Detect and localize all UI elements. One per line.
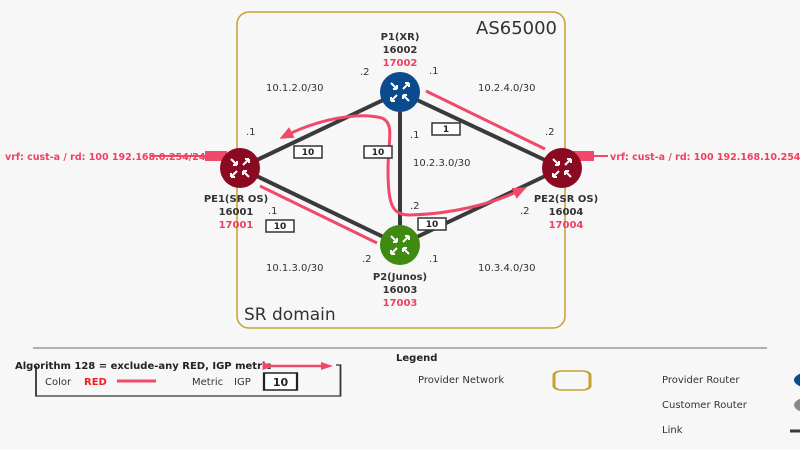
algorithm-title: Algorithm 128 = exclude-any RED, IGP met… (15, 361, 271, 372)
metric-pe1-p2: 10 (265, 219, 295, 233)
iface-label: .1 (246, 127, 256, 138)
subnet-p1-pe2: 10.2.4.0/30 (478, 83, 535, 94)
metric-p1-pe2: 1 (431, 122, 461, 136)
iface-label: .1 (429, 254, 439, 265)
pe1-sid: 16001 (219, 207, 254, 218)
iface-label: .1 (268, 206, 278, 217)
provider-network-swatch (552, 370, 592, 391)
iface-label: .2 (410, 201, 420, 212)
p2-sid: 16003 (383, 285, 418, 296)
pe2-name: PE2(SR OS) (534, 194, 598, 205)
red-affinity-pe1-p2 (259, 184, 378, 245)
router-pe1[interactable] (220, 148, 260, 188)
subnet-p2-pe2: 10.3.4.0/30 (478, 263, 535, 274)
legend-provider-network: Provider Network (418, 375, 504, 386)
algorithm-definition: Algorithm 128 = exclude-any RED, IGP met… (15, 361, 342, 397)
vrf-left: vrf: cust-a / rd: 100 192.168.0.254/24 (5, 152, 206, 163)
pe2-customer-port (572, 151, 594, 161)
iface-label: .1 (410, 130, 420, 141)
vrf-right: vrf: cust-a / rd: 100 192.168.10.254/24 (610, 152, 800, 163)
pe1-customer-port (205, 151, 227, 161)
link-p2-pe2[interactable] (399, 166, 563, 247)
as-label: AS65000 (476, 18, 557, 39)
subnet-pe1-p2: 10.1.3.0/30 (266, 263, 323, 274)
red-affinity-p1-pe2 (425, 89, 546, 151)
metric-label: Metric (192, 377, 223, 388)
legend-title: Legend (396, 353, 437, 364)
metric-value: 10 (273, 376, 289, 389)
metric-type: IGP (234, 377, 251, 388)
svg-text:1: 1 (443, 125, 449, 135)
iface-label: .2 (545, 127, 555, 138)
pe2-sid: 16004 (549, 207, 584, 218)
svg-text:10: 10 (274, 222, 287, 232)
router-pe2[interactable] (542, 148, 582, 188)
p2-flex-sid: 17003 (383, 298, 418, 309)
legend-router-blue (794, 373, 800, 387)
p1-flex-sid: 17002 (383, 58, 418, 69)
metric-p1-p2: 10 (363, 145, 393, 159)
iface-label: .2 (360, 67, 370, 78)
iface-label: .1 (429, 66, 439, 77)
p1-sid: 16002 (383, 45, 418, 56)
svg-text:10: 10 (302, 148, 315, 158)
svg-text:10: 10 (426, 220, 439, 230)
p1-name: P1(XR) (381, 32, 420, 43)
metric-pe1-p1: 10 (293, 145, 323, 159)
legend-provider-router: Provider Router (662, 375, 740, 386)
legend-customer-router-icon (794, 398, 800, 412)
pe2-flex-sid: 17004 (549, 220, 584, 231)
pe1-flex-sid: 17001 (219, 220, 254, 231)
subnet-pe1-p1: 10.1.2.0/30 (266, 83, 323, 94)
legend-link: Link (662, 425, 683, 436)
iface-label: .2 (362, 254, 372, 265)
svg-text:10: 10 (372, 148, 385, 158)
router-p1[interactable] (380, 72, 420, 112)
subnet-p1-p2: 10.2.3.0/30 (413, 158, 470, 169)
domain-label: SR domain (244, 305, 336, 325)
legend-customer-router: Customer Router (662, 400, 748, 411)
flex-algo-path-arrow (279, 114, 527, 217)
legend: Legend Provider Network Provider Router … (396, 353, 800, 436)
link-p1-pe2[interactable] (399, 90, 563, 170)
color-label: Color (45, 377, 72, 388)
router-p2[interactable] (380, 225, 420, 265)
p2-name: P2(Junos) (373, 272, 427, 283)
link-pe1-p2[interactable] (239, 166, 401, 247)
metric-p2-pe2: 10 (417, 217, 447, 231)
iface-label: .2 (520, 206, 530, 217)
color-value: RED (84, 377, 107, 388)
pe1-name: PE1(SR OS) (204, 194, 268, 205)
